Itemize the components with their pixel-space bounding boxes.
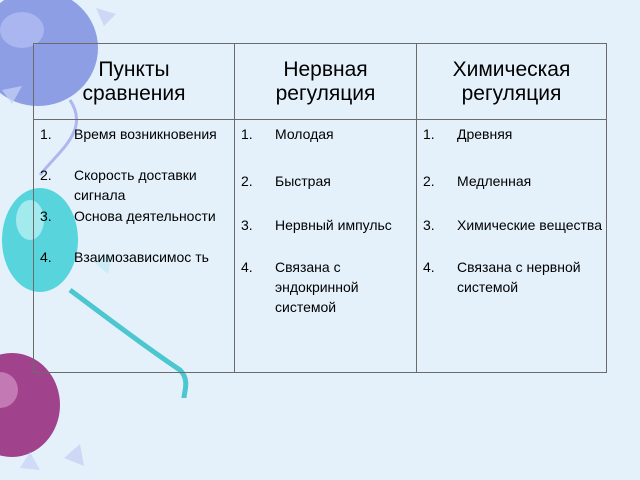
item-number: 1. [423,126,435,142]
item-number: 4. [40,249,52,265]
header-chemical-regulation: Химическая регуляция [417,44,606,120]
item-number: 2. [241,173,253,189]
header-comparison-points: Пункты сравнения [34,44,235,120]
item-text: Связана с эндокринной системой [275,259,359,315]
item-text: Молодая [275,126,334,142]
item-number: 3. [241,217,253,233]
list-item: 1. Время возникновения [34,124,234,144]
comparison-table: Пункты сравнения Нервная регуляция Химич… [33,43,607,373]
item-text: Скорость доставки сигнала [74,167,197,203]
list-item: 2. Быстрая [235,171,416,191]
column-comparison-points: 1. Время возникновения 2. Скорость доста… [34,120,235,372]
item-number: 4. [241,259,253,275]
list-item: 4. Связана с эндокринной системой [235,257,416,317]
column-chemical-regulation: 1. Древняя 2. Медленная 3. Химические ве… [417,120,606,372]
item-number: 1. [241,126,253,142]
item-text: Связана с нервной системой [457,259,581,295]
header-text: Химическая регуляция [452,57,571,105]
list-item: 3. Химические вещества [417,215,606,235]
item-number: 2. [423,173,435,189]
list-item: 2. Медленная [417,171,606,191]
list-item: 4. Связана с нервной системой [417,257,606,297]
item-text: Время возникновения [74,126,217,142]
list-item: 1. Молодая [235,124,416,144]
item-text: Взаимозависимос ть [74,249,209,265]
item-number: 3. [40,208,52,224]
item-text: Основа деятельности [74,208,216,224]
item-number: 3. [423,217,435,233]
item-text: Медленная [457,173,532,189]
header-nervous-regulation: Нервная регуляция [235,44,417,120]
list-item: 1. Древняя [417,124,606,144]
list-item: 4. Взаимозависимос ть [34,247,234,267]
item-text: Древняя [457,126,513,142]
list-item: 3. Основа деятельности [34,206,234,226]
item-text: Химические вещества [457,217,602,233]
item-number: 2. [40,167,52,183]
item-text: Быстрая [275,173,331,189]
header-text: Пункты сравнения [82,57,186,105]
item-number: 1. [40,126,52,142]
column-nervous-regulation: 1. Молодая 2. Быстрая 3. Нервный импульс… [235,120,417,372]
list-item: 2. Скорость доставки сигнала [34,165,234,205]
item-number: 4. [423,259,435,275]
list-item: 3. Нервный импульс [235,215,416,235]
header-text: Нервная регуляция [275,57,376,105]
item-text: Нервный импульс [275,217,392,233]
